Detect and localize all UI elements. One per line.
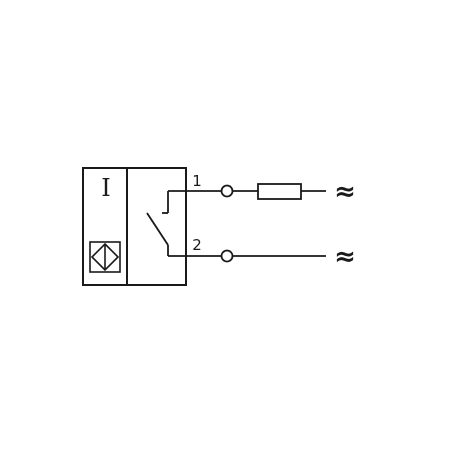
terminal-2-label: 2 bbox=[192, 236, 202, 254]
sensor-body: I bbox=[82, 167, 187, 286]
switch-contact-icon bbox=[146, 191, 169, 256]
terminal-circle-icon bbox=[220, 249, 234, 263]
ac-supply-symbol-1: ≈ bbox=[334, 177, 356, 207]
terminal-2-wire bbox=[168, 249, 326, 263]
terminal-1-wire bbox=[168, 183, 326, 200]
resistor-load-icon bbox=[257, 183, 302, 200]
terminal-circle-icon bbox=[220, 184, 234, 198]
ac-supply-symbol-2: ≈ bbox=[334, 242, 356, 272]
sensor-right-block bbox=[126, 167, 187, 286]
sensor-type-label: I bbox=[101, 174, 110, 202]
terminal-1-label: 1 bbox=[192, 172, 202, 190]
inductive-sensor-symbol-icon bbox=[89, 241, 121, 273]
